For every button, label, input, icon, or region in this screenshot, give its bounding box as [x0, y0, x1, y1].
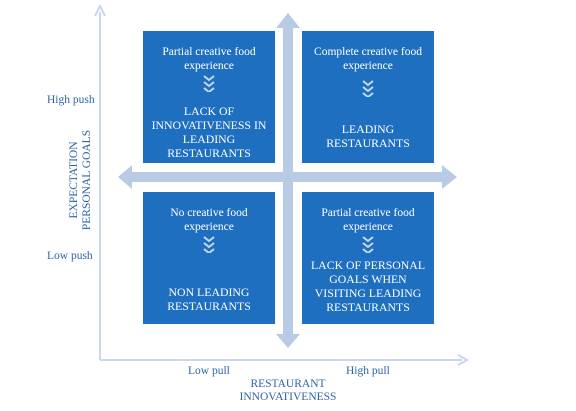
x-axis-arrowhead	[457, 354, 470, 366]
y-tick-high-push: High push	[47, 94, 95, 106]
x-axis-title-line2: INNOVATIVENESS	[239, 391, 337, 403]
quadrant-top-right-outcome: LEADING RESTAURANTS	[326, 122, 410, 150]
quadrant-bottom-left-outcome: NON LEADING RESTAURANTS	[167, 285, 251, 313]
quadrant-bottom-right-experience: Partial creative food experience	[321, 207, 415, 233]
x-axis-title-line1: RESTAURANT	[250, 378, 326, 390]
y-tick-low-push: Low push	[47, 250, 93, 262]
x-axis-title: RESTAURANT INNOVATIVENESS	[228, 378, 348, 404]
y-axis-title-line2: PERSONAL GOALS	[81, 129, 93, 231]
chevron-down-icon	[143, 235, 275, 253]
quadrant-bottom-left-experience: No creative food experience	[170, 207, 248, 233]
chevron-down-icon	[143, 74, 275, 92]
quadrant-bottom-left: No creative food experience NON LEADING …	[143, 192, 275, 324]
quadrant-top-left-outcome: LACK OF INNOVATIVENESS IN LEADING RESTAU…	[151, 104, 267, 160]
vertical-double-arrow	[276, 13, 300, 348]
chevron-down-icon	[302, 235, 434, 253]
quadrant-bottom-right: Partial creative food experience LACK OF…	[302, 192, 434, 324]
quadrant-top-right: Complete creative food experience LEADIN…	[302, 31, 434, 163]
x-tick-low-pull: Low pull	[188, 365, 230, 377]
y-axis-arrowhead	[94, 3, 106, 17]
quadrant-top-right-experience: Complete creative food experience	[314, 46, 422, 72]
quadrant-bottom-right-outcome: LACK OF PERSONAL GOALS WHEN VISITING LEA…	[310, 258, 426, 314]
y-axis-title-line1: EXPECTATION	[68, 141, 80, 219]
chevron-down-icon	[302, 79, 434, 97]
y-axis-title: EXPECTATION PERSONAL GOALS	[68, 128, 96, 232]
quadrant-top-left-experience: Partial creative food experience	[162, 46, 256, 72]
quadrant-top-left: Partial creative food experience LACK OF…	[143, 31, 275, 163]
x-tick-high-pull: High pull	[346, 365, 390, 377]
